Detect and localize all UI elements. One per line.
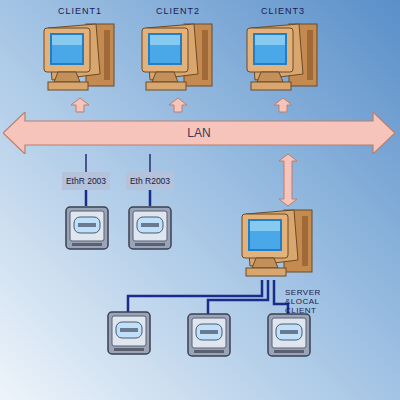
lan-bus: LAN [3,112,395,154]
server-computer: SERVER &LOCAL CLIENT [236,206,340,314]
device-tag: EthR 2003 [62,172,110,190]
bus-label: LAN [3,112,395,154]
device-tag: Eth R2003 [126,172,174,190]
computer-art [136,20,220,102]
computer-label: CLIENT1 [38,6,122,16]
tag-label: Eth R2003 [126,172,174,190]
wire [85,190,88,206]
tag-label: EthR 2003 [62,172,110,190]
computer-art [236,206,320,288]
server-label: SERVER &LOCAL CLIENT [285,288,331,315]
computer-art [38,20,122,102]
link-arrow [274,98,292,112]
link-arrow [71,98,89,112]
link-line [85,154,87,172]
client-computer: CLIENT3 [241,6,325,98]
wire [149,190,152,206]
client-computer: CLIENT2 [136,6,220,98]
computer-label: CLIENT3 [241,6,325,16]
device-icon [108,312,150,354]
computer-icon [38,20,122,98]
wire [208,280,268,314]
wires [86,190,288,314]
computer-label: CLIENT2 [136,6,220,16]
computer-icon [241,20,325,98]
device-icon [188,314,230,356]
link-arrow [279,154,297,206]
wire [128,280,262,312]
computer-icon [236,206,320,284]
computer-art [241,20,325,102]
device-icon [129,207,171,249]
device-icon [268,314,310,356]
link-arrow [169,98,187,112]
device-icon [66,207,108,249]
computer-icon [136,20,220,98]
client-computer: CLIENT1 [38,6,122,98]
link-line [149,154,151,172]
